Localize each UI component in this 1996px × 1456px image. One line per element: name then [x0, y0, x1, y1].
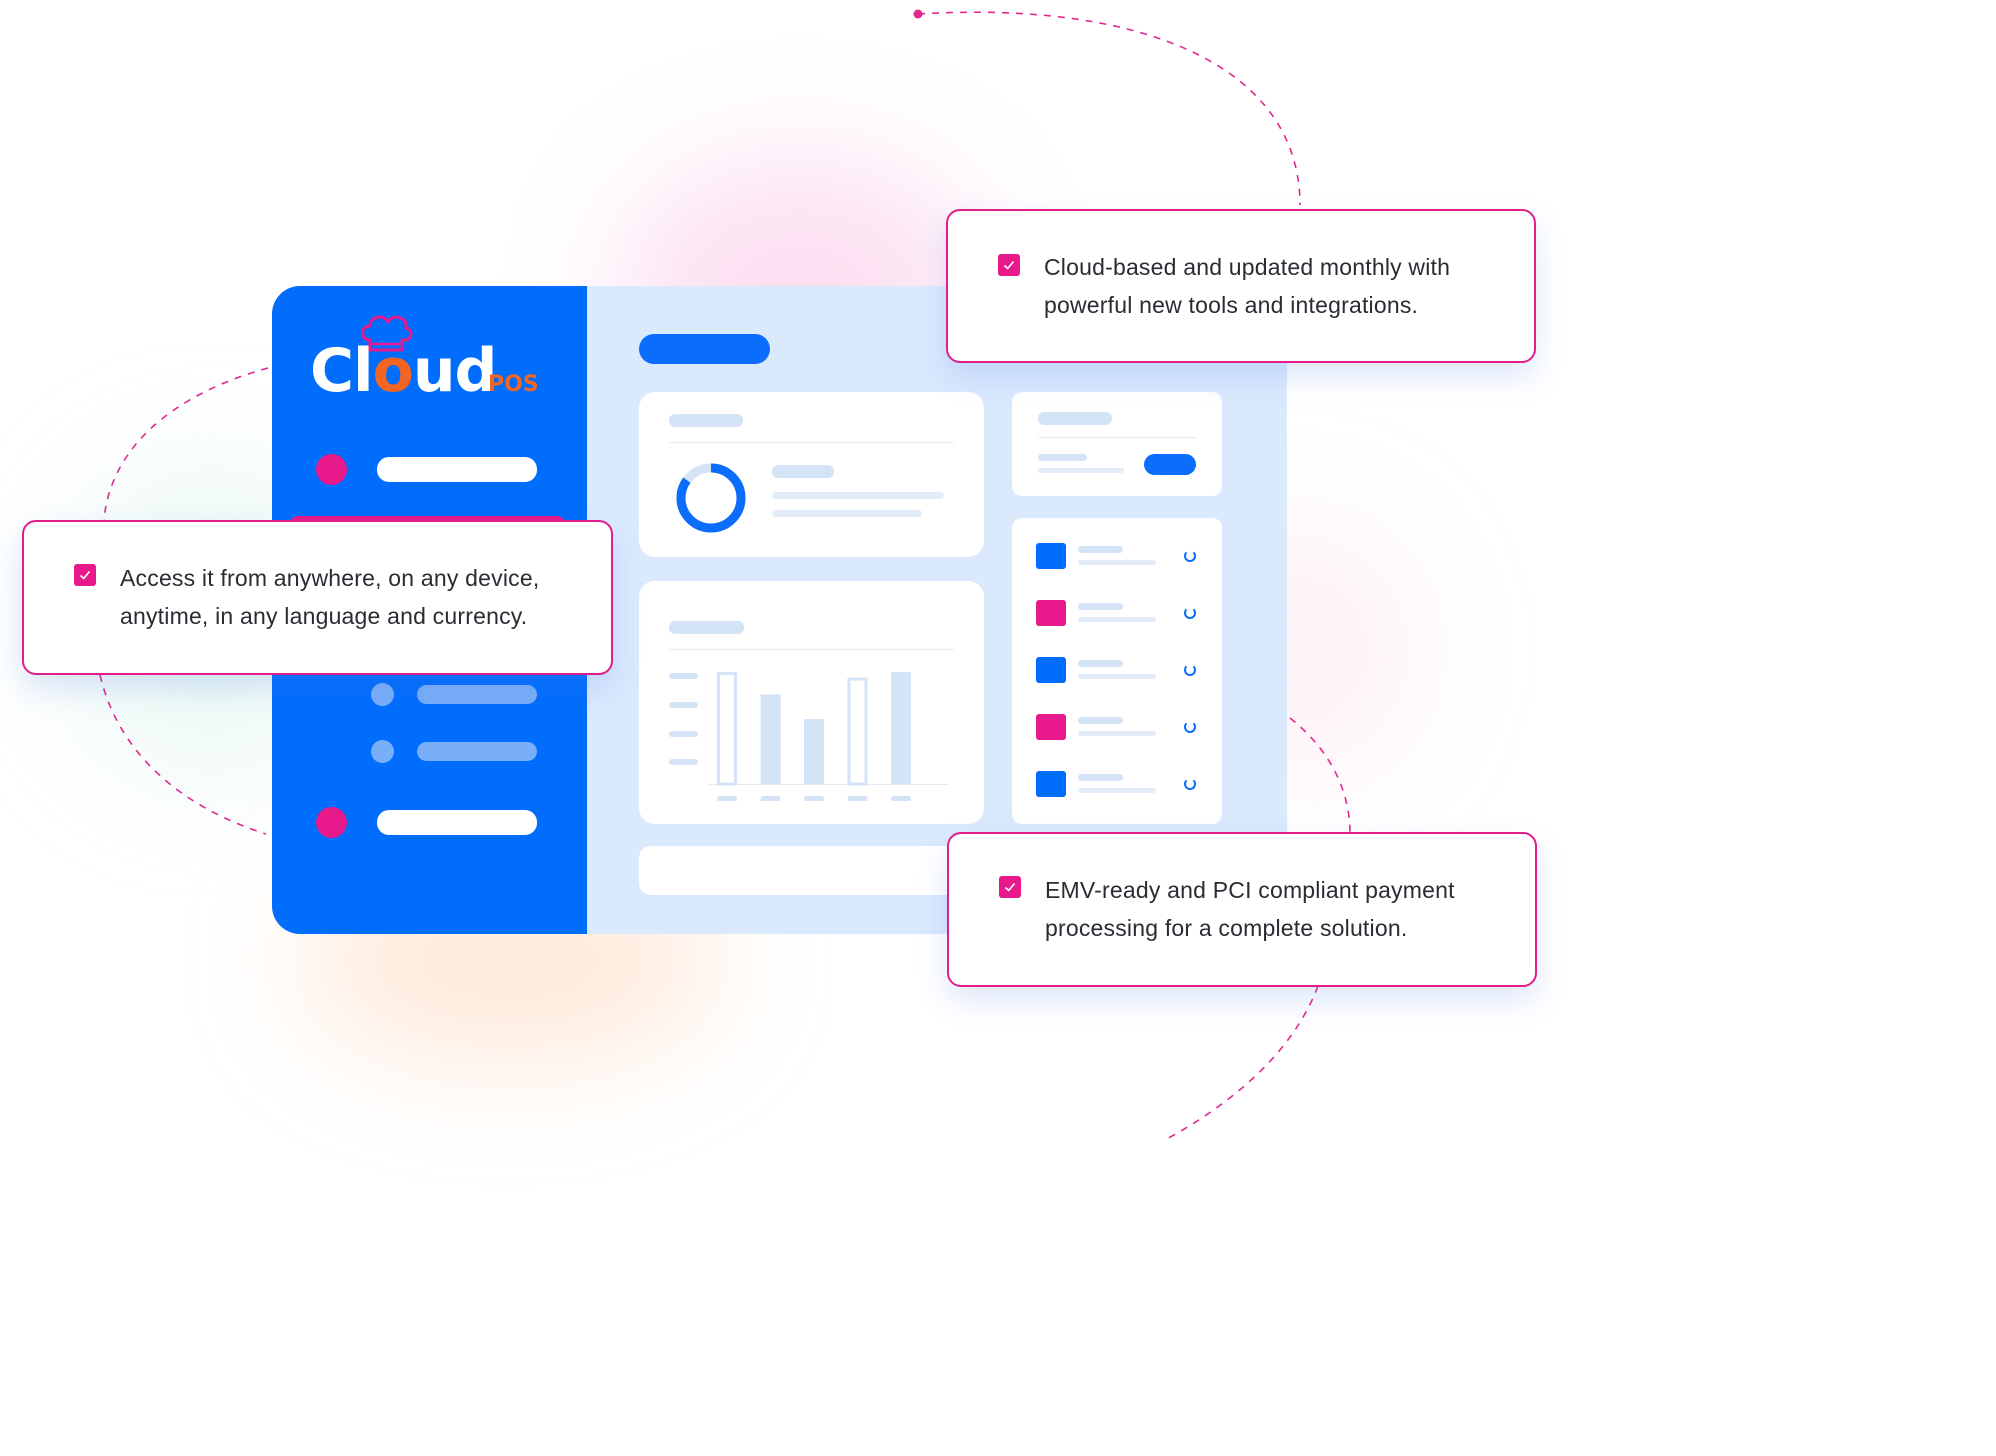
action-text-placeholder: [1038, 454, 1087, 461]
loading-ring-icon: [1184, 778, 1196, 790]
feature-callout-payments: EMV-ready and PCI compliant payment proc…: [947, 832, 1537, 987]
list-item-subtitle-placeholder: [1078, 617, 1156, 622]
list-item-swatch[interactable]: [1036, 543, 1066, 569]
chef-hat-icon: [361, 315, 413, 352]
nav-dot-1[interactable]: [316, 454, 347, 485]
nav-dot-2[interactable]: [316, 807, 347, 838]
loading-ring-icon: [1184, 550, 1196, 562]
y-tick-placeholder: [669, 673, 698, 679]
decorative-dashed-lines: [99, 9, 1351, 1141]
feature-callout-access: Access it from anywhere, on any device, …: [22, 520, 613, 675]
list-item-title-placeholder: [1078, 660, 1123, 667]
y-tick-placeholder: [669, 759, 698, 765]
donut-arc: [676, 463, 746, 533]
feature-text: EMV-ready and PCI compliant payment proc…: [1045, 877, 1455, 941]
list-item-swatch[interactable]: [1036, 714, 1066, 740]
card-title-placeholder: [669, 414, 743, 427]
x-tick-placeholder: [891, 796, 911, 801]
list-item-title-placeholder: [1078, 717, 1123, 724]
nav-subitem-2[interactable]: [417, 742, 537, 761]
divider: [669, 442, 954, 443]
chart-card: [639, 581, 984, 824]
summary-card: [639, 392, 984, 557]
loading-ring-icon: [1184, 721, 1196, 733]
y-tick-placeholder: [669, 731, 698, 737]
loading-ring-icon: [1184, 607, 1196, 619]
loading-ring-icon: [1184, 664, 1196, 676]
list-item-swatch[interactable]: [1036, 771, 1066, 797]
bar-chart: [709, 672, 949, 801]
list-item-subtitle-placeholder: [1078, 560, 1156, 565]
stat-placeholder-line-1: [772, 492, 944, 499]
list-item-swatch[interactable]: [1036, 657, 1066, 683]
bar-2: [760, 694, 781, 784]
check-icon: [74, 564, 96, 586]
action-title-placeholder: [1038, 412, 1112, 425]
nav-item-1[interactable]: [377, 457, 537, 482]
nav-subitem-1[interactable]: [417, 685, 537, 704]
nav-item-2[interactable]: [377, 810, 537, 835]
y-tick-placeholder: [669, 702, 698, 708]
chart-title-placeholder: [669, 621, 744, 634]
list-item-title-placeholder: [1078, 774, 1123, 781]
logo-wordmark: Cloud: [310, 336, 498, 406]
feature-text: Access it from anywhere, on any device, …: [120, 565, 540, 629]
x-tick-placeholder: [847, 796, 868, 801]
bar-1: [717, 672, 737, 786]
nav-subitem-dot-2[interactable]: [371, 740, 394, 763]
list-item-title-placeholder: [1078, 603, 1123, 610]
nav-subitem-dot-1[interactable]: [371, 683, 394, 706]
divider: [669, 649, 954, 650]
check-icon: [998, 254, 1020, 276]
divider: [1038, 437, 1196, 438]
list-item-swatch[interactable]: [1036, 600, 1066, 626]
x-tick-placeholder: [804, 796, 824, 801]
bar-3: [804, 719, 824, 784]
list-item-subtitle-placeholder: [1078, 674, 1156, 679]
feature-text: Cloud-based and updated monthly with pow…: [1044, 254, 1451, 318]
list-card: [1012, 518, 1222, 824]
main-panel: [587, 286, 1287, 934]
action-card: [1012, 392, 1222, 496]
footer-card: [639, 846, 984, 895]
list-item-subtitle-placeholder: [1078, 731, 1156, 736]
stat-placeholder-title: [772, 465, 834, 478]
action-pill-button[interactable]: [1144, 454, 1196, 475]
feature-callout-cloud: Cloud-based and updated monthly with pow…: [946, 209, 1536, 363]
donut-chart: [676, 463, 746, 533]
x-tick-placeholder: [760, 796, 781, 801]
header-pill-button[interactable]: [639, 334, 770, 364]
logo-suffix: POS: [488, 372, 539, 397]
bar-5: [891, 672, 911, 784]
list-item-subtitle-placeholder: [1078, 788, 1156, 793]
x-tick-placeholder: [717, 796, 737, 801]
bar-4: [847, 677, 868, 786]
check-icon: [999, 876, 1021, 898]
stat-placeholder-line-2: [772, 510, 922, 517]
action-text-placeholder: [1038, 468, 1124, 473]
list-item-title-placeholder: [1078, 546, 1123, 553]
